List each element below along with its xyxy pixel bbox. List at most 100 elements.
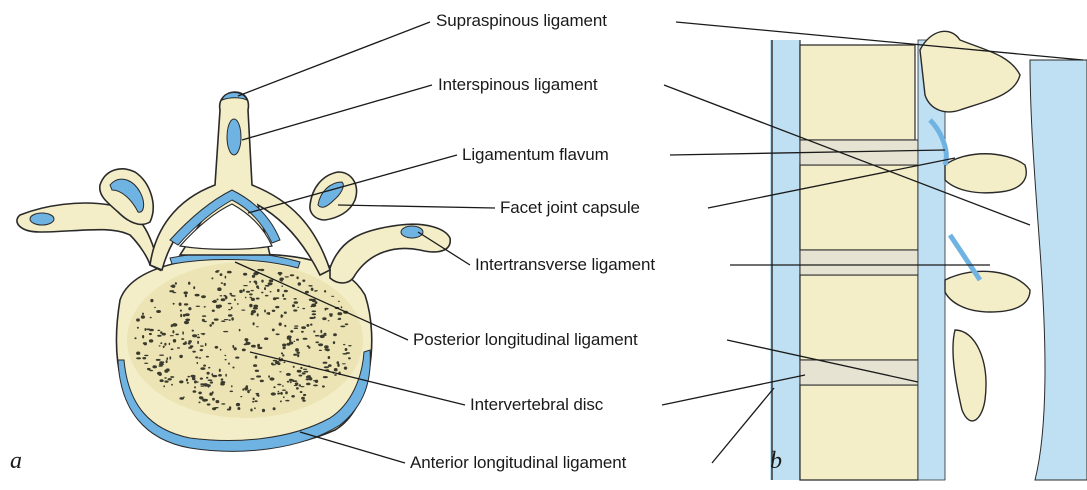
speckle-dot: [200, 349, 203, 351]
speckle-dot: [282, 390, 286, 391]
speckle-dot: [142, 313, 144, 315]
speckle-dot: [223, 295, 226, 297]
speckle-dot: [188, 340, 192, 343]
speckle-dot: [257, 347, 262, 349]
speckle-dot: [166, 357, 168, 360]
speckle-dot: [257, 344, 260, 347]
speckle-dot: [275, 306, 279, 308]
speckle-dot: [221, 320, 225, 322]
speckle-dot: [310, 324, 312, 326]
speckle-dot: [231, 385, 233, 387]
speckle-dot: [324, 290, 326, 293]
speckle-dot: [159, 361, 164, 363]
speckle-dot: [194, 380, 197, 383]
speckle-dot: [228, 309, 231, 310]
speckle-dot: [336, 369, 338, 371]
speckle-dot: [294, 301, 299, 304]
speckle-dot: [229, 293, 232, 295]
speckle-dot: [235, 357, 239, 359]
speckle-dot: [273, 407, 276, 410]
speckle-dot: [323, 362, 328, 364]
speckle-dot: [237, 303, 239, 304]
speckle-dot: [179, 355, 183, 358]
speckle-dot: [217, 299, 219, 301]
leader-interspinous-a: [242, 85, 432, 140]
label-anterior: Anterior longitudinal ligament: [410, 453, 626, 473]
speckle-dot: [254, 281, 257, 283]
speckle-dot: [308, 285, 312, 287]
speckle-dot: [186, 379, 188, 382]
speckle-dot: [281, 285, 283, 287]
speckle-dot: [283, 298, 286, 300]
speckle-dot: [333, 341, 335, 344]
speckle-dot: [221, 282, 223, 284]
speckle-dot: [223, 331, 228, 332]
speckle-dot: [256, 298, 260, 300]
speckle-dot: [303, 369, 307, 370]
speckle-dot: [184, 321, 189, 324]
speckle-dot: [243, 289, 245, 292]
speckle-dot: [276, 333, 280, 335]
vertebral-body-upper: [800, 45, 915, 140]
speckle-dot: [315, 341, 319, 343]
speckle-dot: [293, 354, 297, 356]
speckle-dot: [164, 380, 168, 382]
speckle-dot: [264, 310, 266, 313]
speckle-dot: [312, 310, 317, 312]
speckle-dot: [281, 315, 284, 317]
speckle-dot: [188, 307, 191, 310]
label-interspinous: Interspinous ligament: [438, 75, 598, 95]
speckle-dot: [308, 346, 310, 348]
speckle-dot: [175, 334, 179, 336]
speckle-dot: [305, 371, 308, 373]
speckle-dot: [214, 318, 219, 320]
speckle-dot: [195, 294, 200, 297]
speckle-dot: [225, 374, 227, 377]
speckle-dot: [200, 378, 203, 380]
speckle-dot: [324, 345, 329, 348]
transverse-process-b2: [945, 271, 1030, 312]
speckle-dot: [228, 303, 232, 305]
speckle-dot: [227, 271, 232, 274]
speckle-dot: [173, 339, 176, 343]
speckle-dot: [156, 359, 161, 361]
leader-anterior-a: [300, 432, 405, 463]
speckle-dot: [268, 282, 273, 285]
speckle-dot: [268, 375, 270, 378]
speckle-dot: [219, 369, 221, 372]
speckle-dot: [273, 386, 275, 388]
speckle-dot: [285, 400, 289, 402]
speckle-dot: [242, 388, 244, 390]
speckle-dot: [141, 315, 145, 319]
speckle-dot: [302, 400, 305, 402]
speckle-dot: [207, 372, 210, 375]
speckle-dot: [299, 384, 302, 386]
speckle-dot: [313, 385, 318, 387]
speckle-dot: [212, 322, 215, 325]
speckle-dot: [243, 273, 247, 276]
speckle-dot: [170, 335, 174, 336]
speckle-dot: [278, 391, 280, 393]
speckle-dot: [162, 333, 166, 336]
speckle-dot: [280, 280, 283, 281]
speckle-dot: [202, 319, 205, 322]
speckle-dot: [291, 395, 295, 398]
speckle-dot: [328, 364, 332, 367]
speckle-dot: [225, 276, 227, 279]
speckle-dot: [296, 387, 299, 389]
speckle-dot: [297, 352, 300, 354]
speckle-dot: [185, 313, 190, 316]
speckle-dot: [294, 298, 297, 300]
transverse-process-right: [330, 224, 450, 283]
speckle-dot: [285, 391, 288, 394]
speckle-dot: [250, 409, 252, 412]
speckle-dot: [315, 380, 318, 383]
speckle-dot: [211, 277, 213, 279]
speckle-dot: [255, 370, 259, 372]
speckle-dot: [320, 330, 322, 333]
speckle-dot: [283, 347, 286, 349]
speckle-dot: [292, 304, 295, 307]
speckle-dot: [296, 339, 299, 341]
speckle-dot: [262, 409, 265, 412]
